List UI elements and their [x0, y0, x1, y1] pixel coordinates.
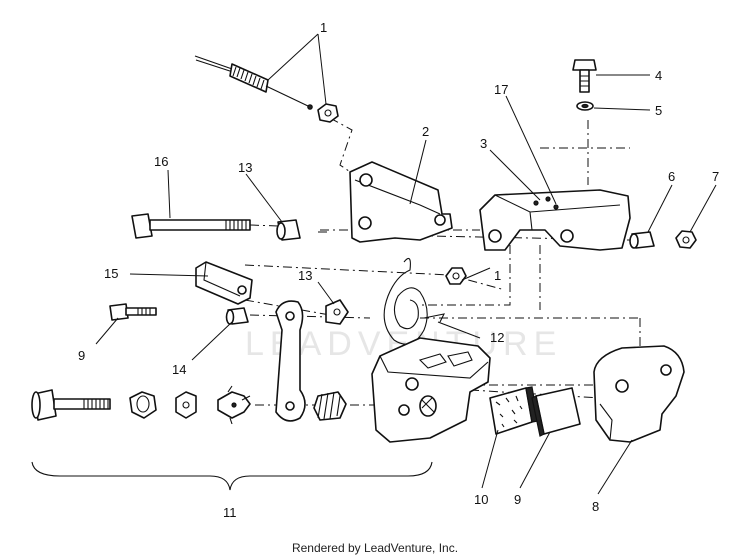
washer-part-5	[576, 101, 594, 111]
hex-nut-upper	[317, 103, 339, 123]
callout-12: 12	[490, 330, 504, 345]
spacer-part-13-upper	[276, 219, 301, 241]
callout-17: 17	[494, 82, 508, 97]
lever-arm	[275, 300, 306, 422]
bolt-stack-part-11	[31, 385, 347, 425]
callout-1-top: 1	[320, 20, 327, 35]
long-bolt-part-16	[131, 213, 279, 239]
clamp-part-15	[195, 261, 253, 305]
brace-part-11	[31, 461, 433, 491]
callout-13-upper: 13	[238, 160, 252, 175]
footer-credit: Rendered by LeadVenture, Inc.	[291, 541, 459, 555]
callout-4: 4	[655, 68, 662, 83]
callout-5: 5	[655, 103, 662, 118]
bolt-part-4	[572, 59, 597, 93]
callout-2: 2	[422, 124, 429, 139]
brake-pad-part-10	[489, 386, 539, 435]
callout-labels: 1 1 2 3 4 5 6 7 8 9 9 10 11 12 13 13 14 …	[78, 20, 719, 520]
callout-9-lower: 9	[514, 492, 521, 507]
callout-1-middle: 1	[494, 268, 501, 283]
callout-11: 11	[223, 505, 237, 520]
spacer-part-13-lower	[325, 299, 349, 325]
bracket-part-3	[479, 189, 631, 251]
bracket-part-2	[349, 161, 453, 243]
screw-part-9-upper	[109, 303, 157, 321]
callout-7: 7	[712, 169, 719, 184]
spacer-part-14	[225, 307, 249, 325]
spring-part-12	[383, 257, 445, 345]
spacer-part-6	[629, 231, 655, 249]
callout-13-lower: 13	[298, 268, 312, 283]
callout-14: 14	[172, 362, 186, 377]
carrier-plate	[371, 337, 491, 443]
callout-9-upper: 9	[78, 348, 85, 363]
callout-3: 3	[480, 136, 487, 151]
nut-part-7	[675, 230, 697, 249]
callout-16: 16	[154, 154, 168, 169]
callout-8: 8	[592, 499, 599, 514]
cable-assembly	[194, 55, 313, 110]
hex-nut-middle	[445, 267, 467, 285]
leader-lines	[95, 33, 717, 495]
callout-6: 6	[668, 169, 675, 184]
callout-10: 10	[474, 492, 488, 507]
callout-15: 15	[104, 266, 118, 281]
brake-pad-part-9-lower	[531, 387, 581, 437]
outer-plate-part-8	[593, 345, 685, 443]
